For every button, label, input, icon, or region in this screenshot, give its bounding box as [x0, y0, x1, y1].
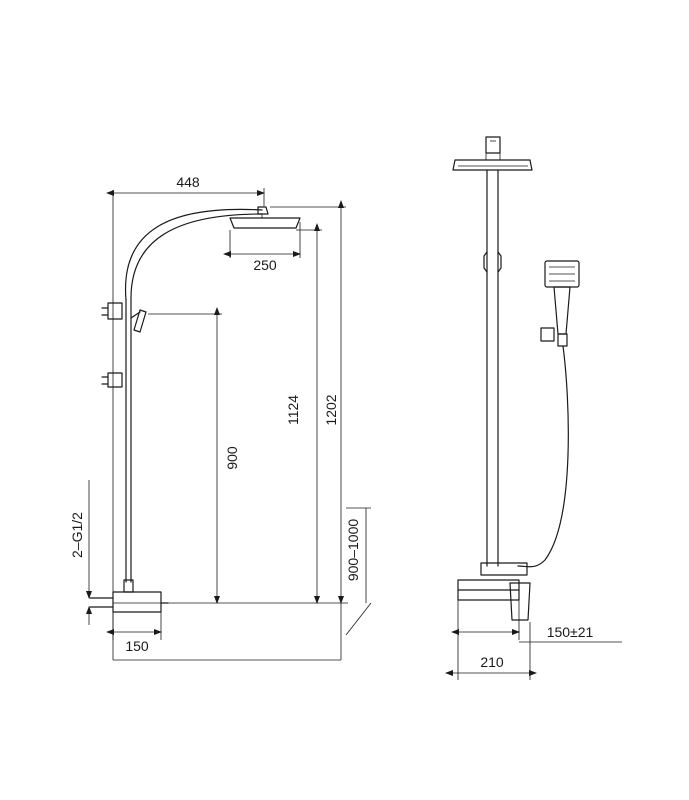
dim-448-label: 448 [176, 174, 200, 190]
dim-connection-label: 2–G1/2 [69, 512, 85, 558]
mixer-valve-front [457, 562, 531, 621]
dim-900-label: 900 [224, 446, 240, 470]
dim-install-height-label: 900–1000 [345, 519, 361, 582]
rain-head-front [452, 153, 533, 171]
dim-250-label: 250 [253, 257, 277, 273]
dim-210-label: 210 [480, 654, 504, 670]
mixer-valve-side [89, 579, 169, 613]
front-view: 150±21 210 [445, 136, 622, 680]
hand-shower-side [101, 302, 147, 388]
side-view: 448 250 900 1124 1202 2–G1/2 900–1000 15 [69, 174, 372, 661]
dim-1124-label: 1124 [285, 395, 301, 425]
dim-centers-label: 150±21 [547, 624, 594, 640]
rain-head-side [229, 206, 301, 229]
dim-150-label: 150 [125, 638, 149, 654]
hand-shower-front [517, 260, 580, 568]
dim-1202-label: 1202 [323, 394, 339, 425]
